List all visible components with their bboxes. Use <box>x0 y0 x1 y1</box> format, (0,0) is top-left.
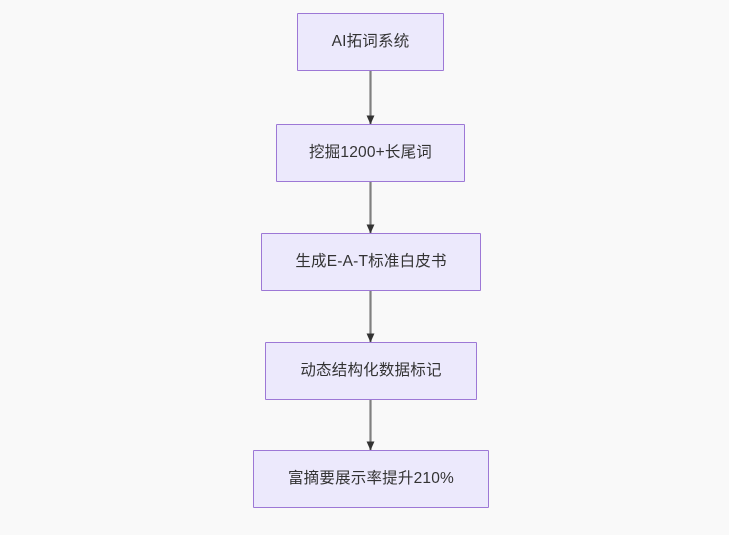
node-label: 生成E-A-T标准白皮书 <box>295 252 447 270</box>
node-label: AI拓词系统 <box>331 32 410 50</box>
flowchart-node-ai-keyword-system[interactable]: AI拓词系统 <box>297 13 444 71</box>
flowchart-node-rich-snippet-impression-lift[interactable]: 富摘要展示率提升210% <box>253 450 489 508</box>
node-label: 动态结构化数据标记 <box>300 361 442 379</box>
node-label: 富摘要展示率提升210% <box>287 469 455 487</box>
flowchart-node-dynamic-structured-data-markup[interactable]: 动态结构化数据标记 <box>265 342 477 400</box>
flowchart-node-mine-longtail-keywords[interactable]: 挖掘1200+长尾词 <box>276 124 465 182</box>
node-label: 挖掘1200+长尾词 <box>308 143 433 161</box>
flowchart-node-generate-eat-whitepaper[interactable]: 生成E-A-T标准白皮书 <box>261 233 481 291</box>
